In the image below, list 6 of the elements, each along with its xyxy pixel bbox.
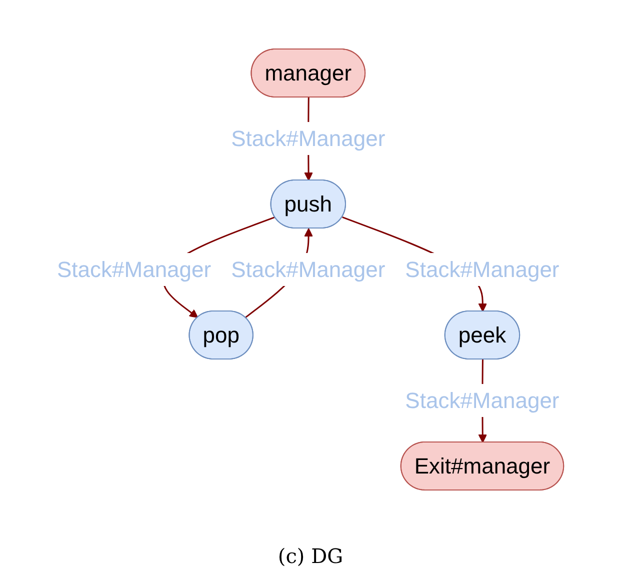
caption: (c) DG	[278, 544, 344, 568]
edge-label: Stack#Manager	[231, 256, 386, 282]
edge-label: Stack#Manager	[57, 256, 212, 282]
edge-label: Stack#Manager	[231, 125, 386, 150]
edge-label: Stack#Manager	[405, 256, 560, 282]
edge-label: Stack#Manager	[405, 387, 560, 412]
